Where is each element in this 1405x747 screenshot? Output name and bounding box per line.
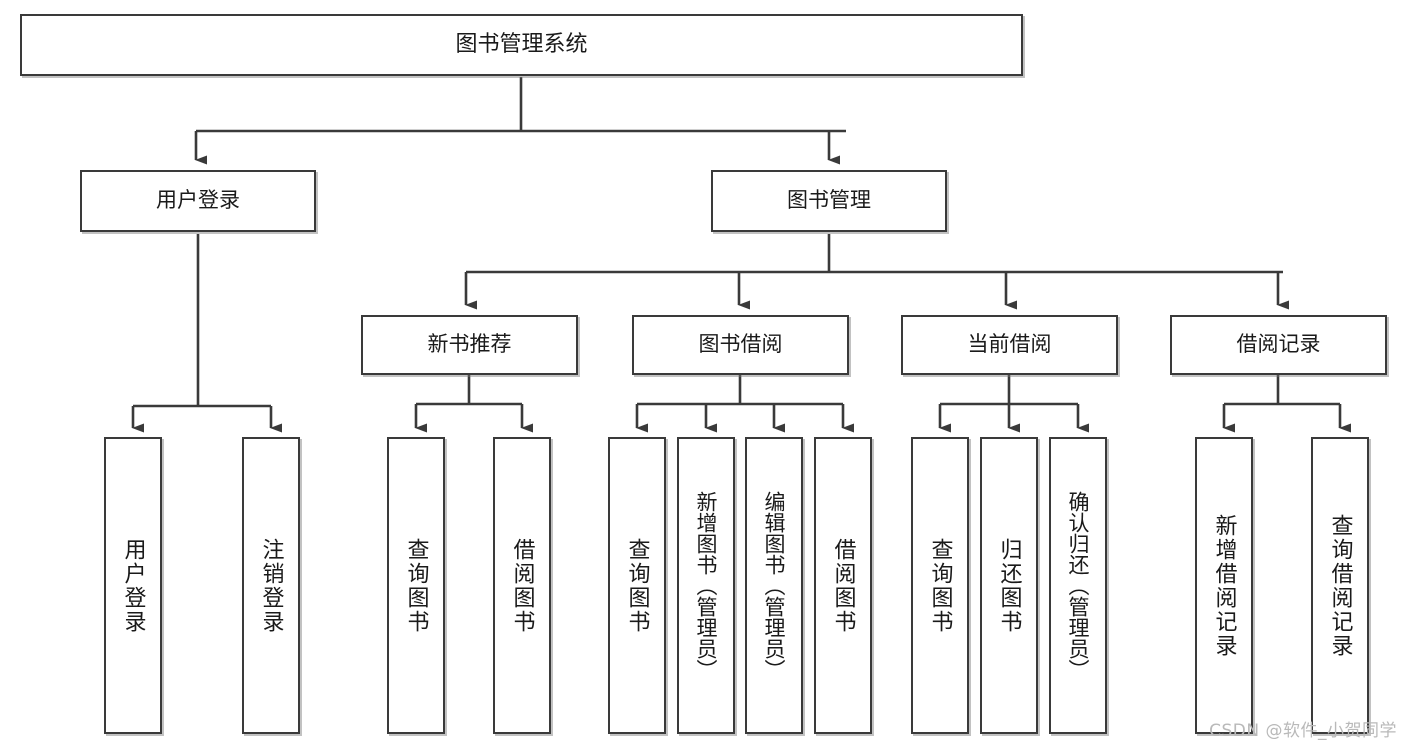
csdn-watermark: CSDN @软件_小贺同学 bbox=[1209, 721, 1397, 741]
node-user-login[interactable]: 用户登录 bbox=[80, 170, 316, 232]
node-leaf-user-login-label: 用户登录 bbox=[120, 537, 146, 634]
node-new-book-recommend[interactable]: 新书推荐 bbox=[361, 315, 578, 375]
node-leaf-query-book-2[interactable]: 查询图书 bbox=[608, 437, 666, 734]
node-borrow-record[interactable]: 借阅记录 bbox=[1170, 315, 1387, 375]
node-book-borrow[interactable]: 图书借阅 bbox=[632, 315, 849, 375]
node-book-borrow-label: 图书借阅 bbox=[698, 332, 783, 357]
node-leaf-edit-book[interactable]: 编辑图书（管理员） bbox=[745, 437, 803, 734]
node-leaf-confirm-return[interactable]: 确认归还（管理员） bbox=[1049, 437, 1107, 734]
node-leaf-borrow-book-2[interactable]: 借阅图书 bbox=[814, 437, 872, 734]
node-leaf-user-login[interactable]: 用户登录 bbox=[104, 437, 162, 734]
node-leaf-logout-label: 注销登录 bbox=[258, 537, 284, 634]
node-leaf-confirm-return-label: 确认归还（管理员） bbox=[1066, 491, 1091, 680]
node-leaf-query-record-label: 查询借阅记录 bbox=[1327, 513, 1353, 658]
node-leaf-borrow-book-1[interactable]: 借阅图书 bbox=[493, 437, 551, 734]
node-leaf-query-book-1-label: 查询图书 bbox=[403, 537, 429, 634]
node-new-book-recommend-label: 新书推荐 bbox=[427, 332, 512, 357]
node-leaf-return-book-label: 归还图书 bbox=[996, 537, 1022, 634]
node-leaf-return-book[interactable]: 归还图书 bbox=[980, 437, 1038, 734]
node-leaf-add-book[interactable]: 新增图书（管理员） bbox=[677, 437, 735, 734]
node-leaf-query-book-3-label: 查询图书 bbox=[927, 537, 953, 634]
node-user-login-label: 用户登录 bbox=[156, 188, 240, 213]
node-leaf-borrow-book-2-label: 借阅图书 bbox=[830, 537, 856, 634]
node-leaf-edit-book-label: 编辑图书（管理员） bbox=[762, 491, 787, 680]
node-book-manage-label: 图书管理 bbox=[787, 188, 871, 213]
node-leaf-add-book-label: 新增图书（管理员） bbox=[694, 491, 719, 680]
node-leaf-query-record[interactable]: 查询借阅记录 bbox=[1311, 437, 1369, 734]
node-current-borrow[interactable]: 当前借阅 bbox=[901, 315, 1118, 375]
node-leaf-query-book-2-label: 查询图书 bbox=[624, 537, 650, 634]
node-current-borrow-label: 当前借阅 bbox=[967, 332, 1052, 357]
node-root[interactable]: 图书管理系统 bbox=[20, 14, 1023, 76]
node-leaf-query-book-1[interactable]: 查询图书 bbox=[387, 437, 445, 734]
node-leaf-query-book-3[interactable]: 查询图书 bbox=[911, 437, 969, 734]
node-leaf-logout[interactable]: 注销登录 bbox=[242, 437, 300, 734]
node-leaf-borrow-book-1-label: 借阅图书 bbox=[509, 537, 535, 634]
node-borrow-record-label: 借阅记录 bbox=[1236, 332, 1321, 357]
node-leaf-add-record[interactable]: 新增借阅记录 bbox=[1195, 437, 1253, 734]
node-book-manage[interactable]: 图书管理 bbox=[711, 170, 947, 232]
node-leaf-add-record-label: 新增借阅记录 bbox=[1211, 513, 1237, 658]
node-root-label: 图书管理系统 bbox=[455, 31, 588, 57]
